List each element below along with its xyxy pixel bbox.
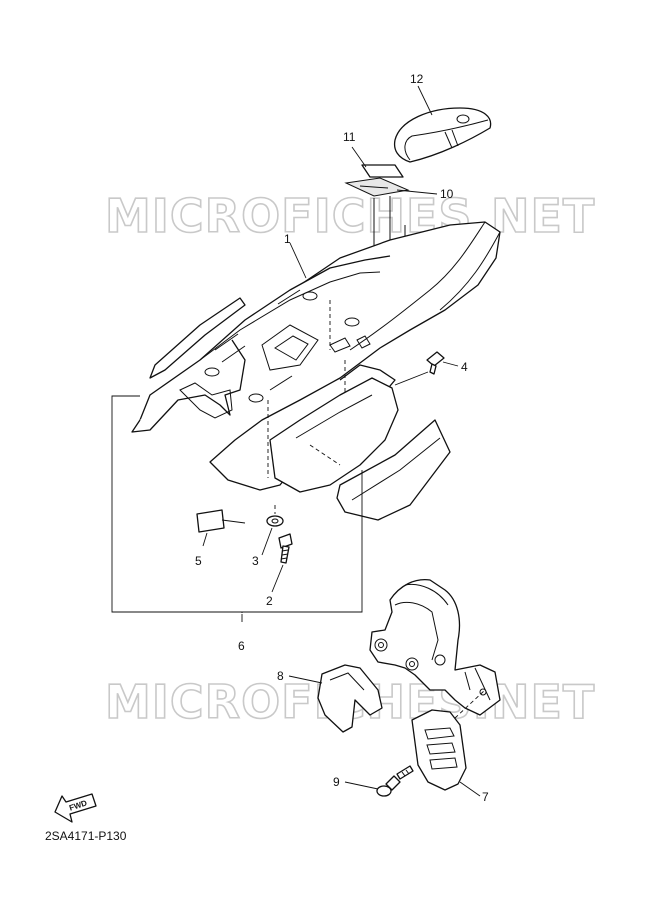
rear-fender-part-1	[131, 221, 501, 491]
guard-part-8	[317, 664, 383, 733]
leader-7	[459, 781, 481, 797]
leader-4	[442, 361, 459, 367]
callout-8: 8	[277, 669, 284, 683]
taillight-lens-part-12	[393, 107, 492, 163]
fwd-arrow-icon: FWD	[54, 793, 97, 823]
pad-part-5	[196, 509, 246, 533]
plate-part-11	[361, 164, 404, 178]
plate-part-10	[344, 177, 410, 197]
inner-panel	[269, 377, 399, 493]
callout-4: 4	[461, 360, 468, 374]
callout-10: 10	[440, 187, 454, 201]
callout-3: 3	[252, 554, 259, 568]
washer-part-3	[266, 515, 284, 527]
leader-9	[344, 781, 379, 790]
screw-part-4	[426, 351, 445, 375]
leader-8	[288, 675, 323, 684]
leader-4-to-fender	[394, 371, 429, 386]
watermark-top: MICROFICHES.NET	[105, 189, 595, 243]
leader-1	[289, 242, 307, 279]
callout-1: 1	[284, 232, 291, 246]
callout-6: 6	[238, 639, 245, 653]
bolt-part-2	[278, 533, 293, 564]
leader-11	[351, 146, 367, 168]
assembly-bracket-6	[111, 395, 363, 613]
callout-12: 12	[410, 72, 424, 86]
callout-11: 11	[343, 130, 356, 144]
callout-2: 2	[266, 594, 273, 608]
leader-3	[261, 527, 273, 556]
leader-12	[417, 85, 433, 116]
callout-5: 5	[195, 554, 202, 568]
mud-flap	[336, 419, 451, 521]
cover-plate-part-7	[411, 689, 486, 791]
bolt-part-9	[376, 765, 414, 797]
frame-section	[369, 579, 501, 716]
diagram-code: 2SA4171-P130	[45, 829, 127, 843]
leader-2	[271, 564, 284, 593]
leader-5	[202, 532, 208, 547]
callout-7: 7	[482, 790, 489, 804]
callout-9: 9	[333, 775, 340, 789]
leader-10	[396, 189, 438, 195]
